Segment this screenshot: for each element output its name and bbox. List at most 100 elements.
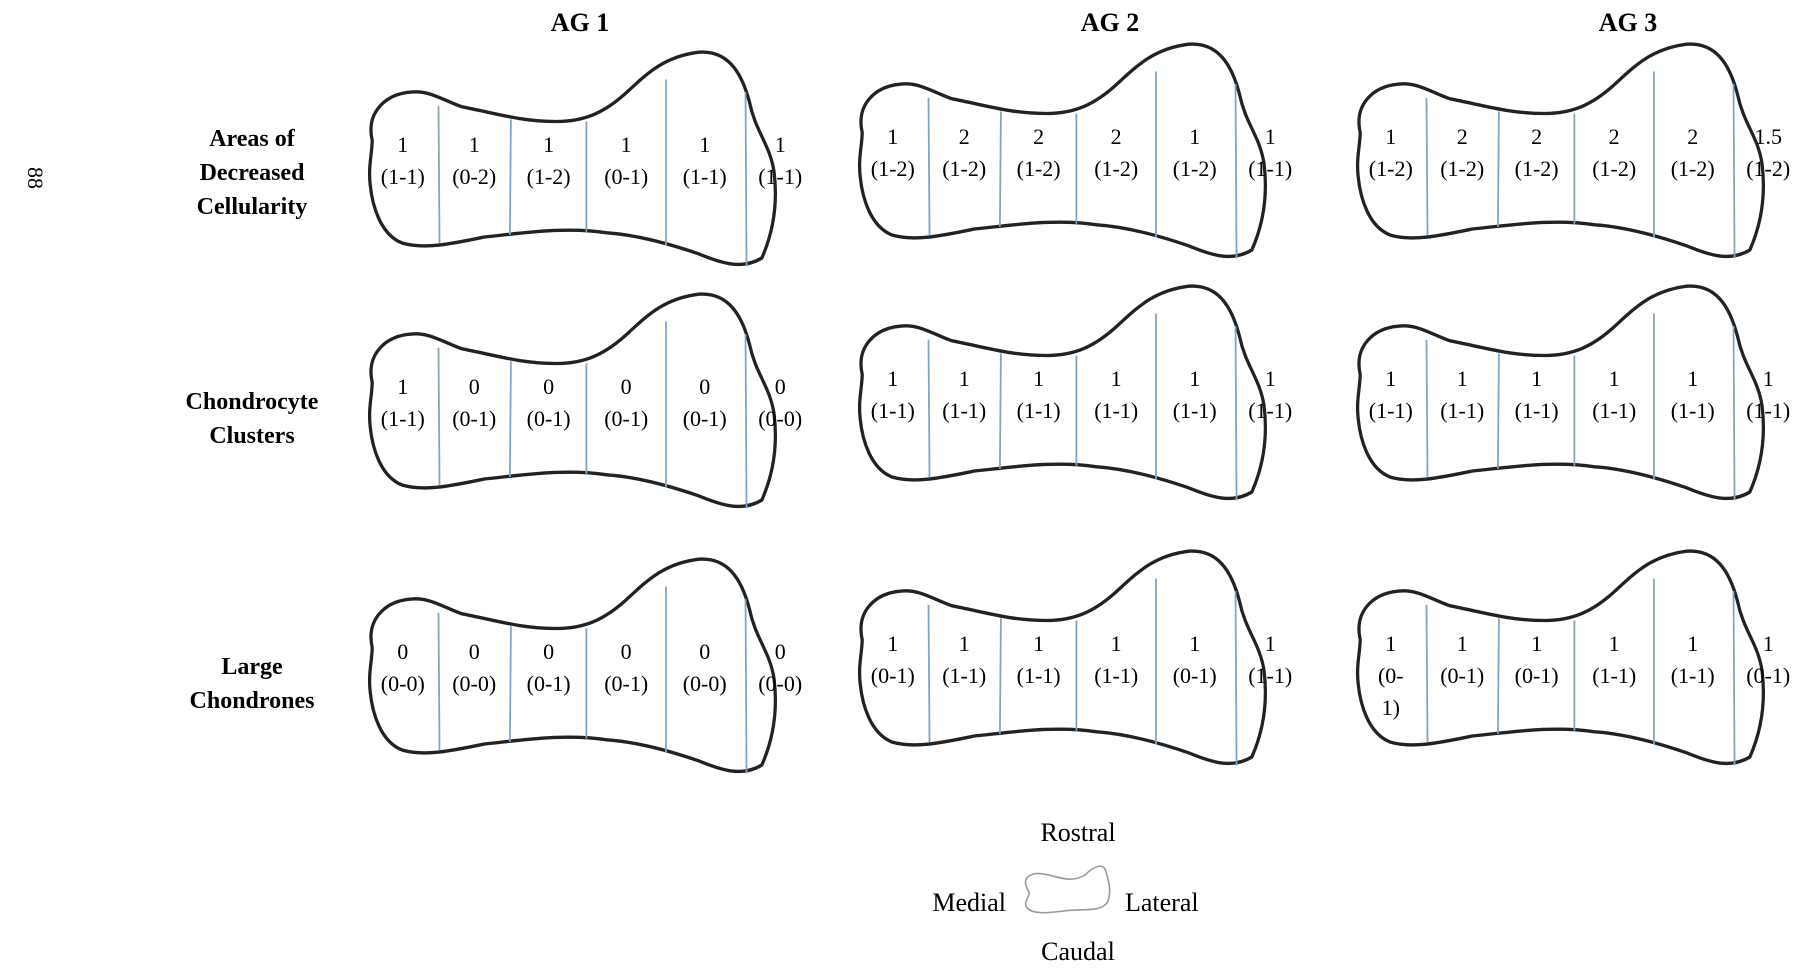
zone-median: 1 — [887, 124, 898, 149]
svg-text:Cellularity: Cellularity — [197, 194, 308, 220]
zone-value: 1(1-1) — [1248, 124, 1292, 181]
zone-range: (0-1) — [452, 406, 496, 431]
zone-range: (0-0) — [758, 671, 802, 696]
zone-range: (0- — [1378, 663, 1404, 688]
zone-range: (1-1) — [1173, 398, 1217, 423]
zone-median: 0 — [775, 639, 786, 664]
zone-value: 1(1-1) — [1017, 631, 1061, 688]
zone-value: 1(0-1) — [871, 631, 915, 688]
panel-row3-ag1: 0(0-0)0(0-0)0(0-1)0(0-1)0(0-0)0(0-0) — [367, 557, 802, 774]
zone-range: (1-1) — [1671, 398, 1715, 423]
column-header-ag3: AG 3 — [1599, 8, 1658, 37]
legend-cartilage-outline-icon — [1024, 865, 1111, 914]
zone-value: 1(1-1) — [1173, 366, 1217, 423]
zone-divider — [1732, 326, 1736, 501]
zone-divider — [509, 119, 512, 235]
cartilage-outline — [857, 284, 1267, 501]
zone-value: 0(0-1) — [527, 374, 571, 431]
zone-value: 1(1-1) — [1094, 366, 1138, 423]
zone-median: 1 — [1609, 366, 1620, 391]
zone-range: (0-0) — [452, 671, 496, 696]
row-label-decreased-cellularity: Areas of Decreased Cellularity — [197, 126, 308, 220]
zone-value: 1(1-1) — [871, 366, 915, 423]
zone-value: 0 (0-1) — [604, 374, 648, 431]
zone-range: (0-1) — [871, 663, 915, 688]
zone-value: 1 (1-1) — [381, 374, 425, 431]
zone-range: (1-1) — [683, 164, 727, 189]
cartilage-outline — [367, 50, 777, 267]
zone-median: 1 — [1265, 631, 1276, 656]
zone-divider — [1497, 353, 1500, 469]
cartilage-outline — [857, 549, 1267, 766]
zone-range: (0-1) — [1440, 663, 1484, 688]
zone-median: 2 — [959, 124, 970, 149]
zone-divider — [1425, 604, 1429, 743]
zone-median: 1 — [1385, 366, 1396, 391]
cartilage-outline — [1355, 42, 1765, 259]
legend-rostral: Rostral — [1040, 818, 1115, 847]
zone-range: (0-2) — [452, 164, 496, 189]
zone-divider — [999, 111, 1002, 227]
zone-range: (0-1) — [527, 671, 571, 696]
zone-range: (0-1) — [683, 406, 727, 431]
zone-value: 1(0-1) — [1378, 631, 1404, 720]
zone-range: (1-1) — [1017, 663, 1061, 688]
zone-value: 1 (1-2) — [1369, 124, 1413, 181]
zone-range: (1-2) — [1369, 156, 1413, 181]
zone-range: (1-1) — [1248, 398, 1292, 423]
zone-median: 1 — [1609, 631, 1620, 656]
panel-row2-ag2: 1(1-1)1(1-1)1(1-1)1(1-1)1(1-1)1(1-1) — [857, 284, 1292, 501]
zone-range: (0-0) — [381, 671, 425, 696]
zone-range: (1-2) — [1440, 156, 1484, 181]
zone-range: (1-1) — [1671, 663, 1715, 688]
zone-range: (1-1) — [381, 406, 425, 431]
zone-range: (1-1) — [758, 164, 802, 189]
zone-median: 1.5 — [1754, 124, 1782, 149]
zone-value: 1(1-1) — [1671, 631, 1715, 688]
panel-row1-ag2: 1(1-2)2(1-2)2(1-2)2(1-2)1(1-2)1(1-1) — [857, 42, 1292, 259]
zone-value: 2 (1-2) — [1440, 124, 1484, 181]
zone-range: (1-2) — [1671, 156, 1715, 181]
zone-value: 1 (1-1) — [758, 132, 802, 189]
zone-divider — [509, 361, 512, 477]
zone-range: (1-1) — [1440, 398, 1484, 423]
cartilage-outline — [367, 557, 777, 774]
zone-divider — [744, 92, 748, 267]
zone-range: (0-0) — [683, 671, 727, 696]
zone-value: 2(1-2) — [1515, 124, 1559, 181]
zone-range: (1-2) — [1017, 156, 1061, 181]
zone-median: 2 — [1457, 124, 1468, 149]
zone-range: (0-1) — [604, 406, 648, 431]
zone-median: 2 — [1033, 124, 1044, 149]
svg-text:Large: Large — [221, 654, 283, 680]
zone-median: 2 — [1531, 124, 1542, 149]
zone-divider — [1425, 97, 1429, 236]
zone-range: (0-1) — [604, 164, 648, 189]
zone-value: 1(1-1) — [1094, 631, 1138, 688]
panel-row3-ag2: 1(0-1)1(1-1)1(1-1)1(1-1)1(0-1)1(1-1) — [857, 549, 1292, 766]
panel-row3-ag3: 1(0-1)1(0-1)1(0-1)1(1-1)1(1-1)1(0-1) — [1355, 549, 1790, 766]
zone-median: 1 — [1265, 124, 1276, 149]
zone-median: 0 — [699, 639, 710, 664]
row-label-chondrocyte-clusters: Chondrocyte Clusters — [186, 389, 319, 449]
zone-median: 1 — [1385, 124, 1396, 149]
zone-value: 2(1-2) — [1094, 124, 1138, 181]
zone-divider — [999, 353, 1002, 469]
zone-range: (1-2) — [942, 156, 986, 181]
zone-divider — [999, 618, 1002, 734]
zone-median: 1 — [397, 374, 408, 399]
zone-median: 2 — [1687, 124, 1698, 149]
zone-range: (1-1) — [1515, 398, 1559, 423]
zone-range: (1-1) — [1592, 663, 1636, 688]
zone-median: 1 — [775, 132, 786, 157]
zone-value: 0(0-1) — [683, 374, 727, 431]
zone-median: 0 — [621, 374, 632, 399]
zone-value: 1(1-1) — [1248, 631, 1292, 688]
zone-median: 1 — [1385, 631, 1396, 656]
zone-range: (0-1) — [1515, 663, 1559, 688]
zone-value: 0(0-0) — [381, 639, 425, 696]
zone-value: 2 (1-2) — [942, 124, 986, 181]
zone-median: 0 — [621, 639, 632, 664]
page-number: 88 — [23, 167, 48, 189]
zone-value: 0(0-1) — [604, 639, 648, 696]
